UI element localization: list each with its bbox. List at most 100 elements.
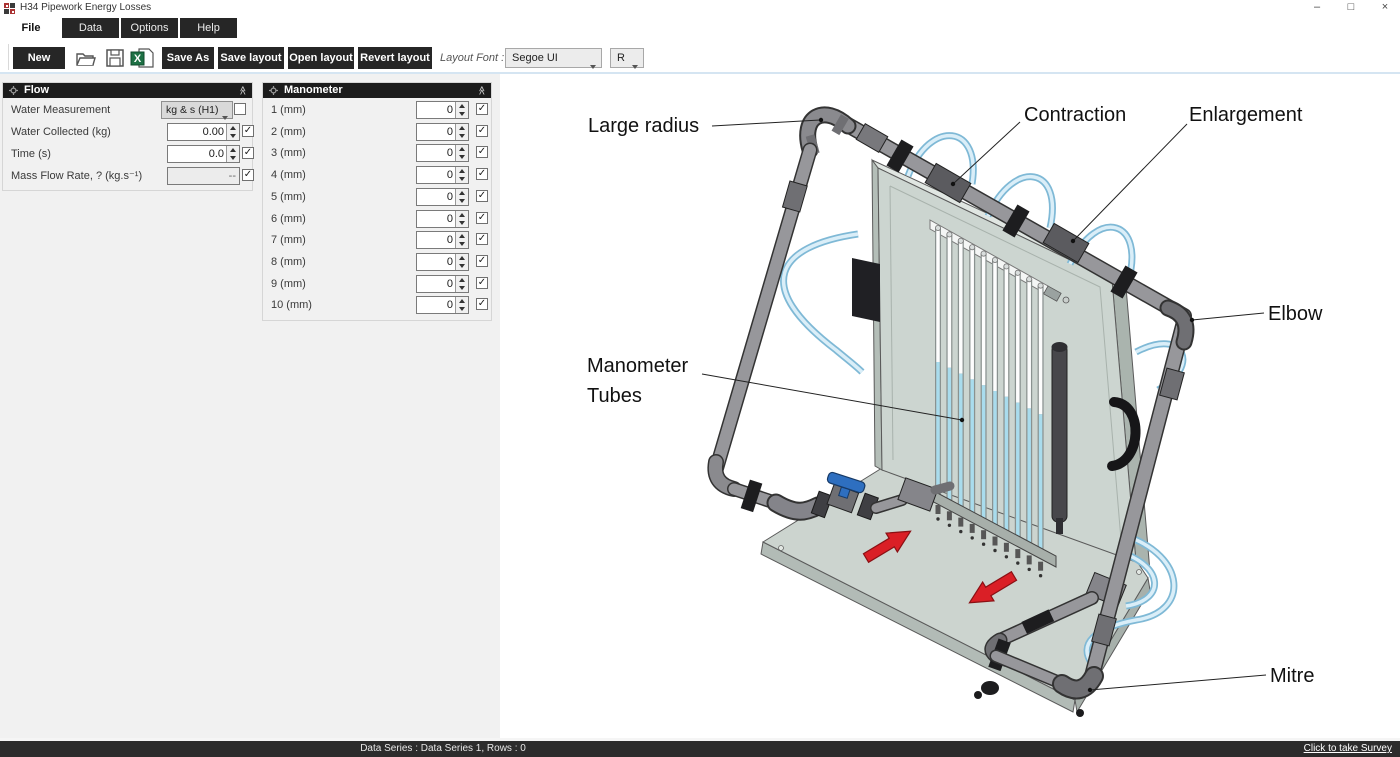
spin-up-icon[interactable] [456,167,468,175]
spin-up-icon[interactable] [456,124,468,132]
manometer-row-checkbox[interactable]: ✓ [476,103,488,115]
save-icon[interactable] [104,47,126,69]
tab-help[interactable]: Help [180,18,237,38]
font-style-select[interactable]: R [610,48,644,69]
manometer-value-input[interactable]: 0 [416,188,469,206]
spin-down-icon[interactable] [456,262,468,270]
spin-down-icon[interactable] [456,240,468,248]
font-select[interactable]: Segoe UI [505,48,602,69]
flow-value-input[interactable]: 0.00 [167,123,240,141]
manometer-row-checkbox[interactable]: ✓ [476,146,488,158]
spin-up-icon[interactable] [456,189,468,197]
manometer-row-checkbox[interactable]: ✓ [476,212,488,224]
save-layout-button[interactable]: Save layout [218,47,284,69]
spinner-buttons[interactable] [455,232,468,248]
save-as-button[interactable]: Save As [162,47,214,69]
manometer-value-input[interactable]: 0 [416,253,469,271]
manometer-panel-header[interactable]: Manometer ≪ [263,83,491,98]
manometer-row-checkbox[interactable]: ✓ [476,125,488,137]
carry-handle [1107,397,1141,471]
close-button[interactable]: × [1381,1,1389,13]
manometer-value-input[interactable]: 0 [416,101,469,119]
spinner-buttons[interactable] [455,124,468,140]
spinner-buttons[interactable] [455,211,468,227]
spin-up-icon[interactable] [456,254,468,262]
rubber-foot [981,681,999,695]
spin-up-icon[interactable] [456,102,468,110]
manometer-value-input[interactable]: 0 [416,166,469,184]
spinner-buttons[interactable] [455,297,468,313]
label-elbow: Elbow [1268,303,1323,325]
flow-row-checkbox[interactable]: ✓ [242,125,254,137]
survey-link[interactable]: Click to take Survey [1303,743,1392,754]
spin-down-icon[interactable] [456,132,468,140]
manometer-panel-title: Manometer [284,84,343,96]
spin-down-icon[interactable] [456,219,468,227]
restore-button[interactable]: □ [1347,1,1355,13]
pipe-clamp [740,479,763,513]
collapse-icon[interactable]: ≪ [476,85,487,96]
flow-panel-header[interactable]: Flow ≪ [3,83,252,98]
spinner-buttons[interactable] [455,254,468,270]
spin-down-icon[interactable] [456,153,468,161]
minimize-button[interactable]: – [1313,1,1321,13]
manometer-row-checkbox[interactable]: ✓ [476,190,488,202]
tab-data[interactable]: Data [62,18,119,38]
left-panel-area [0,74,500,738]
spin-up-icon[interactable] [456,211,468,219]
tab-file[interactable]: File [2,18,60,38]
open-layout-button[interactable]: Open layout [288,47,354,69]
spinner-buttons[interactable] [455,167,468,183]
flow-row-checkbox[interactable]: ✓ [242,147,254,159]
revert-layout-button[interactable]: Revert layout [358,47,432,69]
spin-up-icon[interactable] [456,297,468,305]
manometer-value-input[interactable]: 0 [416,144,469,162]
spin-down-icon[interactable] [456,175,468,183]
spin-down-icon[interactable] [227,132,239,140]
tab-options[interactable]: Options [121,18,178,38]
manometer-value-input[interactable]: 0 [416,296,469,314]
statusbar-top-strip [0,738,1400,741]
spin-down-icon[interactable] [456,284,468,292]
flow-value-input[interactable]: 0.0 [167,145,240,163]
new-button[interactable]: New [13,47,65,69]
water-measurement-dropdown[interactable]: kg & s (H1) [161,101,233,120]
spin-down-icon[interactable] [456,197,468,205]
spinner-buttons[interactable] [226,146,239,162]
flow-row-checkbox[interactable] [234,103,246,115]
manometer-row-checkbox[interactable]: ✓ [476,168,488,180]
flow-row-checkbox[interactable]: ✓ [242,169,254,181]
spin-down-icon[interactable] [456,110,468,118]
manometer-row: 10 (mm)0✓ [263,295,491,315]
manometer-value-input[interactable]: 0 [416,231,469,249]
spinner-buttons[interactable] [455,102,468,118]
manometer-value-input[interactable]: 0 [416,123,469,141]
spinner-buttons[interactable] [455,145,468,161]
flow-value-input[interactable]: -- [167,167,240,185]
manometer-row-label: 4 (mm) [271,169,306,181]
spin-up-icon[interactable] [456,145,468,153]
spinner-buttons[interactable] [226,124,239,140]
spin-down-icon[interactable] [456,305,468,313]
contraction-fitting [924,162,972,204]
spinner-buttons[interactable] [455,189,468,205]
manometer-value-input[interactable]: 0 [416,275,469,293]
manometer-row-checkbox[interactable]: ✓ [476,298,488,310]
spin-down-icon[interactable] [227,154,239,162]
manifold-connectors [935,505,1044,578]
title-bar: H34 Pipework Energy Losses – □ × [0,0,1400,16]
manometer-row-checkbox[interactable]: ✓ [476,255,488,267]
spinner-buttons[interactable] [455,276,468,292]
chevron-down-icon [222,109,228,125]
collapse-icon[interactable]: ≪ [237,85,248,96]
spin-up-icon[interactable] [456,276,468,284]
spin-up-icon[interactable] [456,232,468,240]
spin-up-icon[interactable] [227,146,239,154]
manometer-value-input[interactable]: 0 [416,210,469,228]
folder-open-icon[interactable] [74,47,96,69]
manometer-row-checkbox[interactable]: ✓ [476,233,488,245]
manometer-row-checkbox[interactable]: ✓ [476,277,488,289]
excel-export-icon[interactable]: X [130,47,154,69]
spin-up-icon[interactable] [227,124,239,132]
flow-arrow-out [968,570,1018,604]
